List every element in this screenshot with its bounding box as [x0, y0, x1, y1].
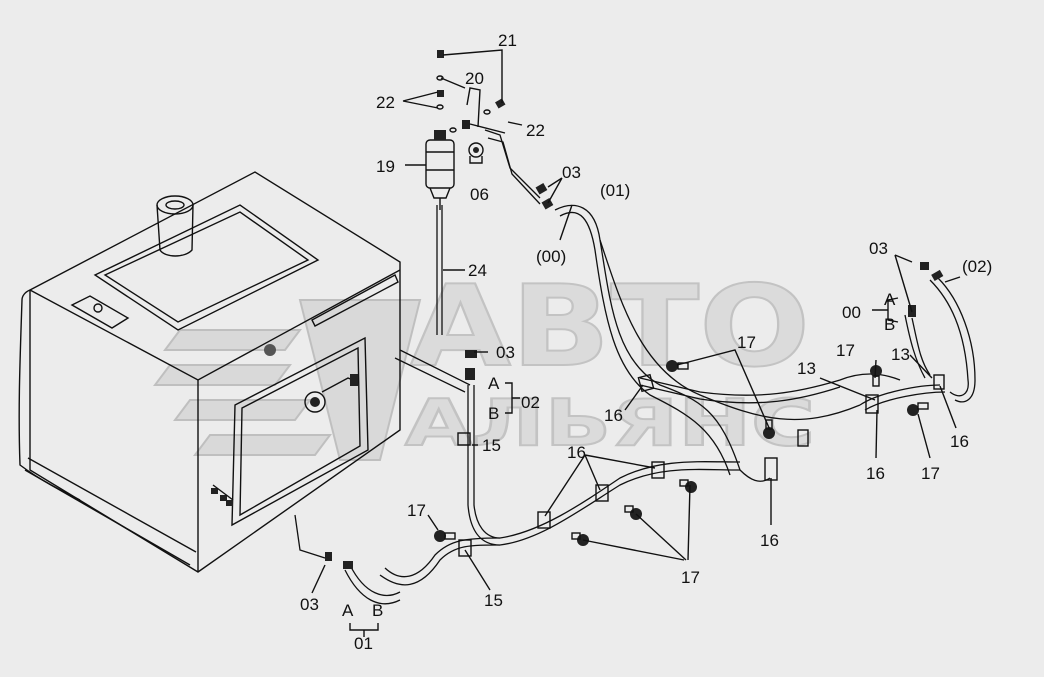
label-00-ref: (00)	[536, 247, 566, 266]
label-17: 17	[737, 333, 756, 352]
fuel-filter-icon	[425, 130, 455, 210]
label-17: 17	[407, 501, 426, 520]
label-15: 15	[484, 591, 503, 610]
part-labels: 21 20 22 22 19 06 03 (01) (00) 24 03 (02…	[300, 31, 992, 653]
label-16: 16	[950, 432, 969, 451]
label-01-ref: (01)	[600, 181, 630, 200]
label-16: 16	[567, 443, 586, 462]
label-a: A	[884, 290, 896, 309]
label-16: 16	[760, 531, 779, 550]
label-b: B	[372, 601, 383, 620]
fuel-sender-icon	[304, 374, 359, 413]
label-17: 17	[836, 341, 855, 360]
label-06: 06	[470, 185, 489, 204]
label-22: 22	[526, 121, 545, 140]
label-13: 13	[891, 345, 910, 364]
label-21: 21	[498, 31, 517, 50]
label-19: 19	[376, 157, 395, 176]
label-16: 16	[866, 464, 885, 483]
label-03: 03	[300, 595, 319, 614]
leader-lines	[311, 49, 961, 637]
label-03: 03	[496, 343, 515, 362]
label-16: 16	[604, 406, 623, 425]
label-01: 01	[354, 634, 373, 653]
label-02-ref: (02)	[962, 257, 992, 276]
drain-rod	[436, 205, 443, 335]
filler-cap-icon	[156, 195, 194, 257]
hose-clamp-icon	[457, 373, 945, 557]
label-b: B	[884, 315, 895, 334]
bolt-icon	[436, 50, 506, 134]
label-13: 13	[797, 359, 816, 378]
label-03: 03	[869, 239, 888, 258]
label-24: 24	[468, 261, 487, 280]
label-03: 03	[562, 163, 581, 182]
watermark: АВТО АЛЬЯНС	[153, 261, 816, 462]
label-17: 17	[681, 568, 700, 587]
label-15: 15	[482, 436, 501, 455]
label-22: 22	[376, 93, 395, 112]
label-a: A	[342, 601, 354, 620]
fuel-tank	[18, 171, 401, 573]
watermark-logo-icon	[153, 299, 422, 461]
label-00: 00	[842, 303, 861, 322]
label-a: A	[488, 374, 500, 393]
tank-fitting-icon	[211, 484, 234, 506]
label-20: 20	[465, 69, 484, 88]
label-17: 17	[921, 464, 940, 483]
label-02: 02	[521, 393, 540, 412]
bolt-icon	[434, 360, 929, 546]
bolt-icon	[468, 142, 484, 164]
label-b: B	[488, 404, 499, 423]
watermark-line-2: АЛЬЯНС	[405, 387, 815, 461]
